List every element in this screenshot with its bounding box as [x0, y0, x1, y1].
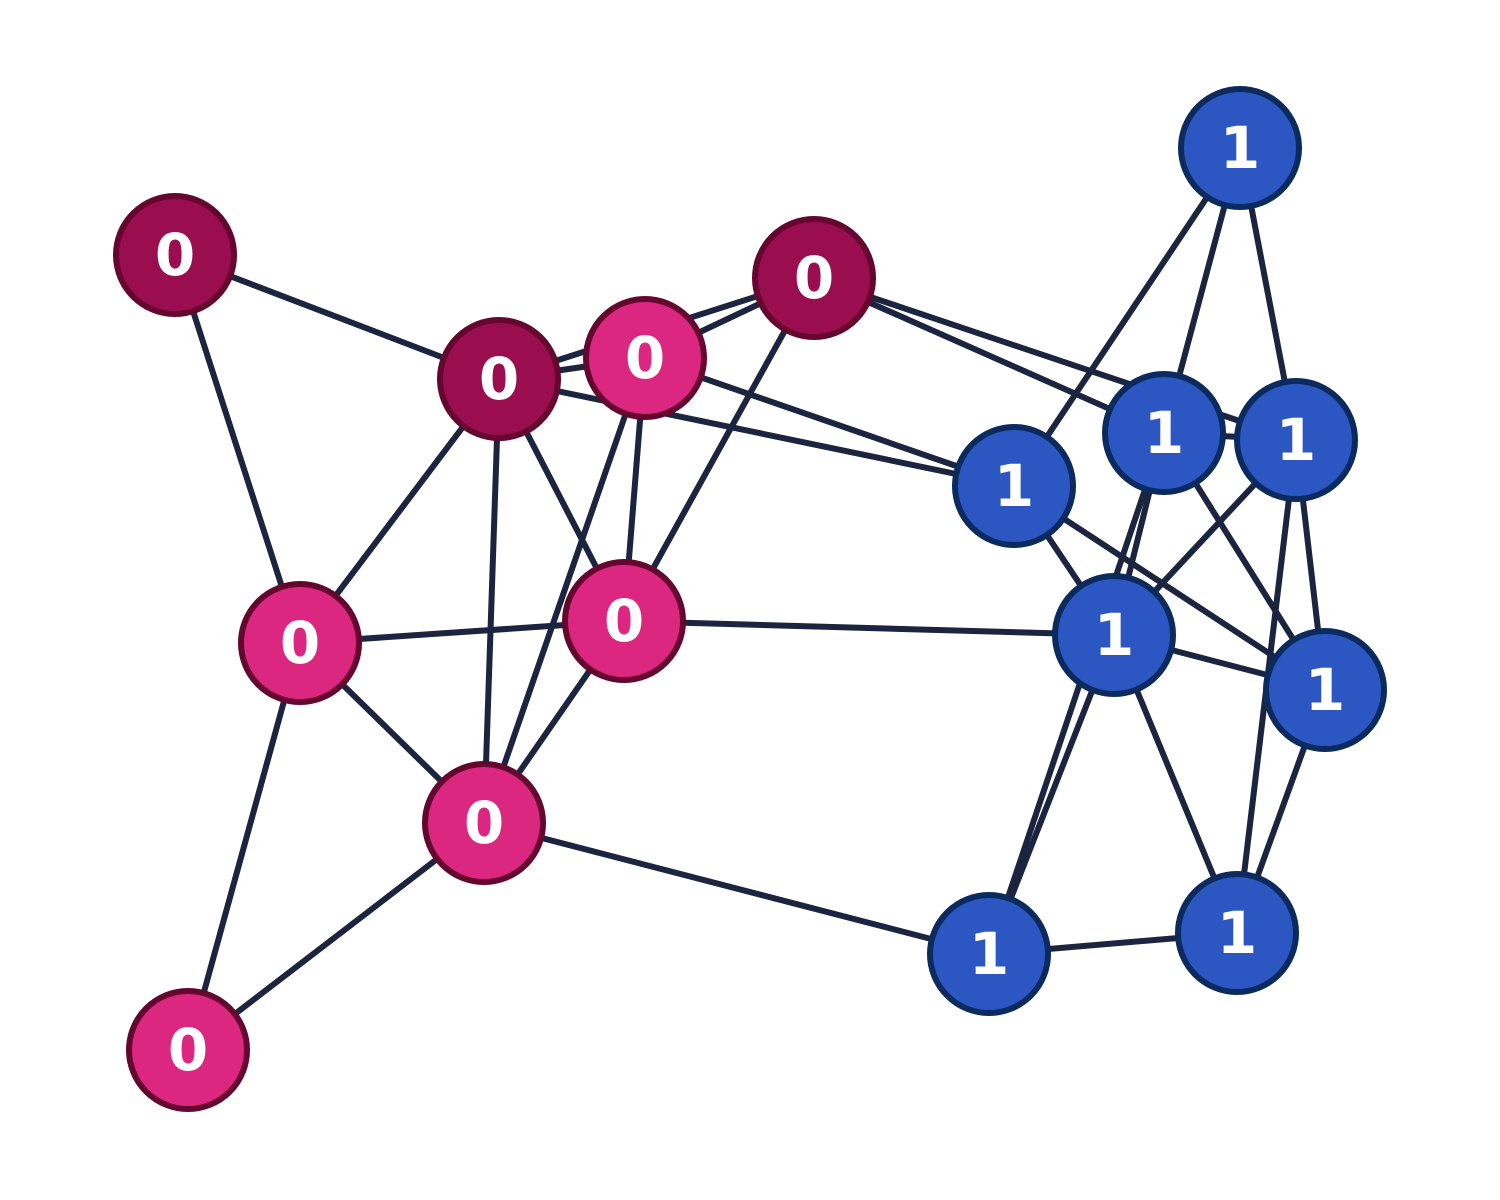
node-circle — [562, 559, 686, 683]
node-circle — [1234, 378, 1358, 502]
edge-n3-n7 — [481, 355, 648, 826]
edge-n4-n11 — [811, 275, 1299, 443]
graph-node: 1 — [1052, 573, 1176, 697]
graph-node: 0 — [562, 559, 686, 683]
node-circle — [422, 761, 546, 885]
edge-n3-n12 — [642, 355, 1017, 489]
graph-node: 0 — [113, 193, 237, 317]
edge-n2-n12 — [496, 376, 1017, 489]
node-circle — [1175, 871, 1299, 995]
node-circle — [437, 317, 561, 441]
graph-node: 1 — [1234, 378, 1358, 502]
node-label: 0 — [794, 244, 834, 312]
node-label: 1 — [969, 920, 1009, 988]
graph-node: 0 — [583, 296, 707, 420]
edge-n9-n12 — [1011, 145, 1243, 489]
graph-node: 1 — [1102, 371, 1226, 495]
node-label: 1 — [1144, 399, 1184, 467]
node-circle — [238, 581, 362, 705]
node-circle — [583, 296, 707, 420]
edge-n10-n15 — [986, 430, 1167, 957]
node-circle — [113, 193, 237, 317]
node-circle — [1178, 86, 1302, 210]
node-circle — [952, 424, 1076, 548]
node-label: 0 — [168, 1016, 208, 1084]
node-label: 0 — [464, 789, 504, 857]
node-circle — [1052, 573, 1176, 697]
graph-node: 0 — [422, 761, 546, 885]
graph-node: 1 — [927, 892, 1051, 1016]
edge-n6-n13 — [621, 618, 1117, 638]
node-circle — [752, 216, 876, 340]
edge-n1-n5 — [172, 252, 303, 646]
graph-node: 1 — [1178, 86, 1302, 210]
graph-node: 0 — [437, 317, 561, 441]
node-label: 0 — [280, 609, 320, 677]
node-label: 1 — [1276, 406, 1316, 474]
node-label: 1 — [994, 452, 1034, 520]
node-label: 0 — [604, 587, 644, 655]
node-label: 1 — [1220, 114, 1260, 182]
edge-n7-n8 — [185, 820, 487, 1053]
node-label: 0 — [625, 324, 665, 392]
node-circle — [927, 892, 1051, 1016]
edge-n4-n6 — [621, 275, 817, 624]
graph-node: 1 — [952, 424, 1076, 548]
node-label: 0 — [155, 221, 195, 289]
graph-nodes: 0 0 0 0 0 0 0 0 1 1 1 1 1 1 1 1 — [113, 86, 1387, 1112]
node-label: 0 — [479, 345, 519, 413]
node-label: 1 — [1305, 656, 1345, 724]
graph-node: 0 — [126, 988, 250, 1112]
node-circle — [1102, 371, 1226, 495]
node-label: 1 — [1217, 899, 1257, 967]
edge-n4-n10 — [811, 275, 1167, 436]
edge-n2-n7 — [481, 376, 502, 826]
node-circle — [126, 988, 250, 1112]
edge-n5-n8 — [185, 640, 303, 1053]
edge-n7-n15 — [481, 820, 992, 957]
node-circle — [1263, 628, 1387, 752]
graph-node: 0 — [752, 216, 876, 340]
graph-node: 0 — [238, 581, 362, 705]
graph-node: 1 — [1175, 871, 1299, 995]
node-label: 1 — [1094, 601, 1134, 669]
graph-node: 1 — [1263, 628, 1387, 752]
